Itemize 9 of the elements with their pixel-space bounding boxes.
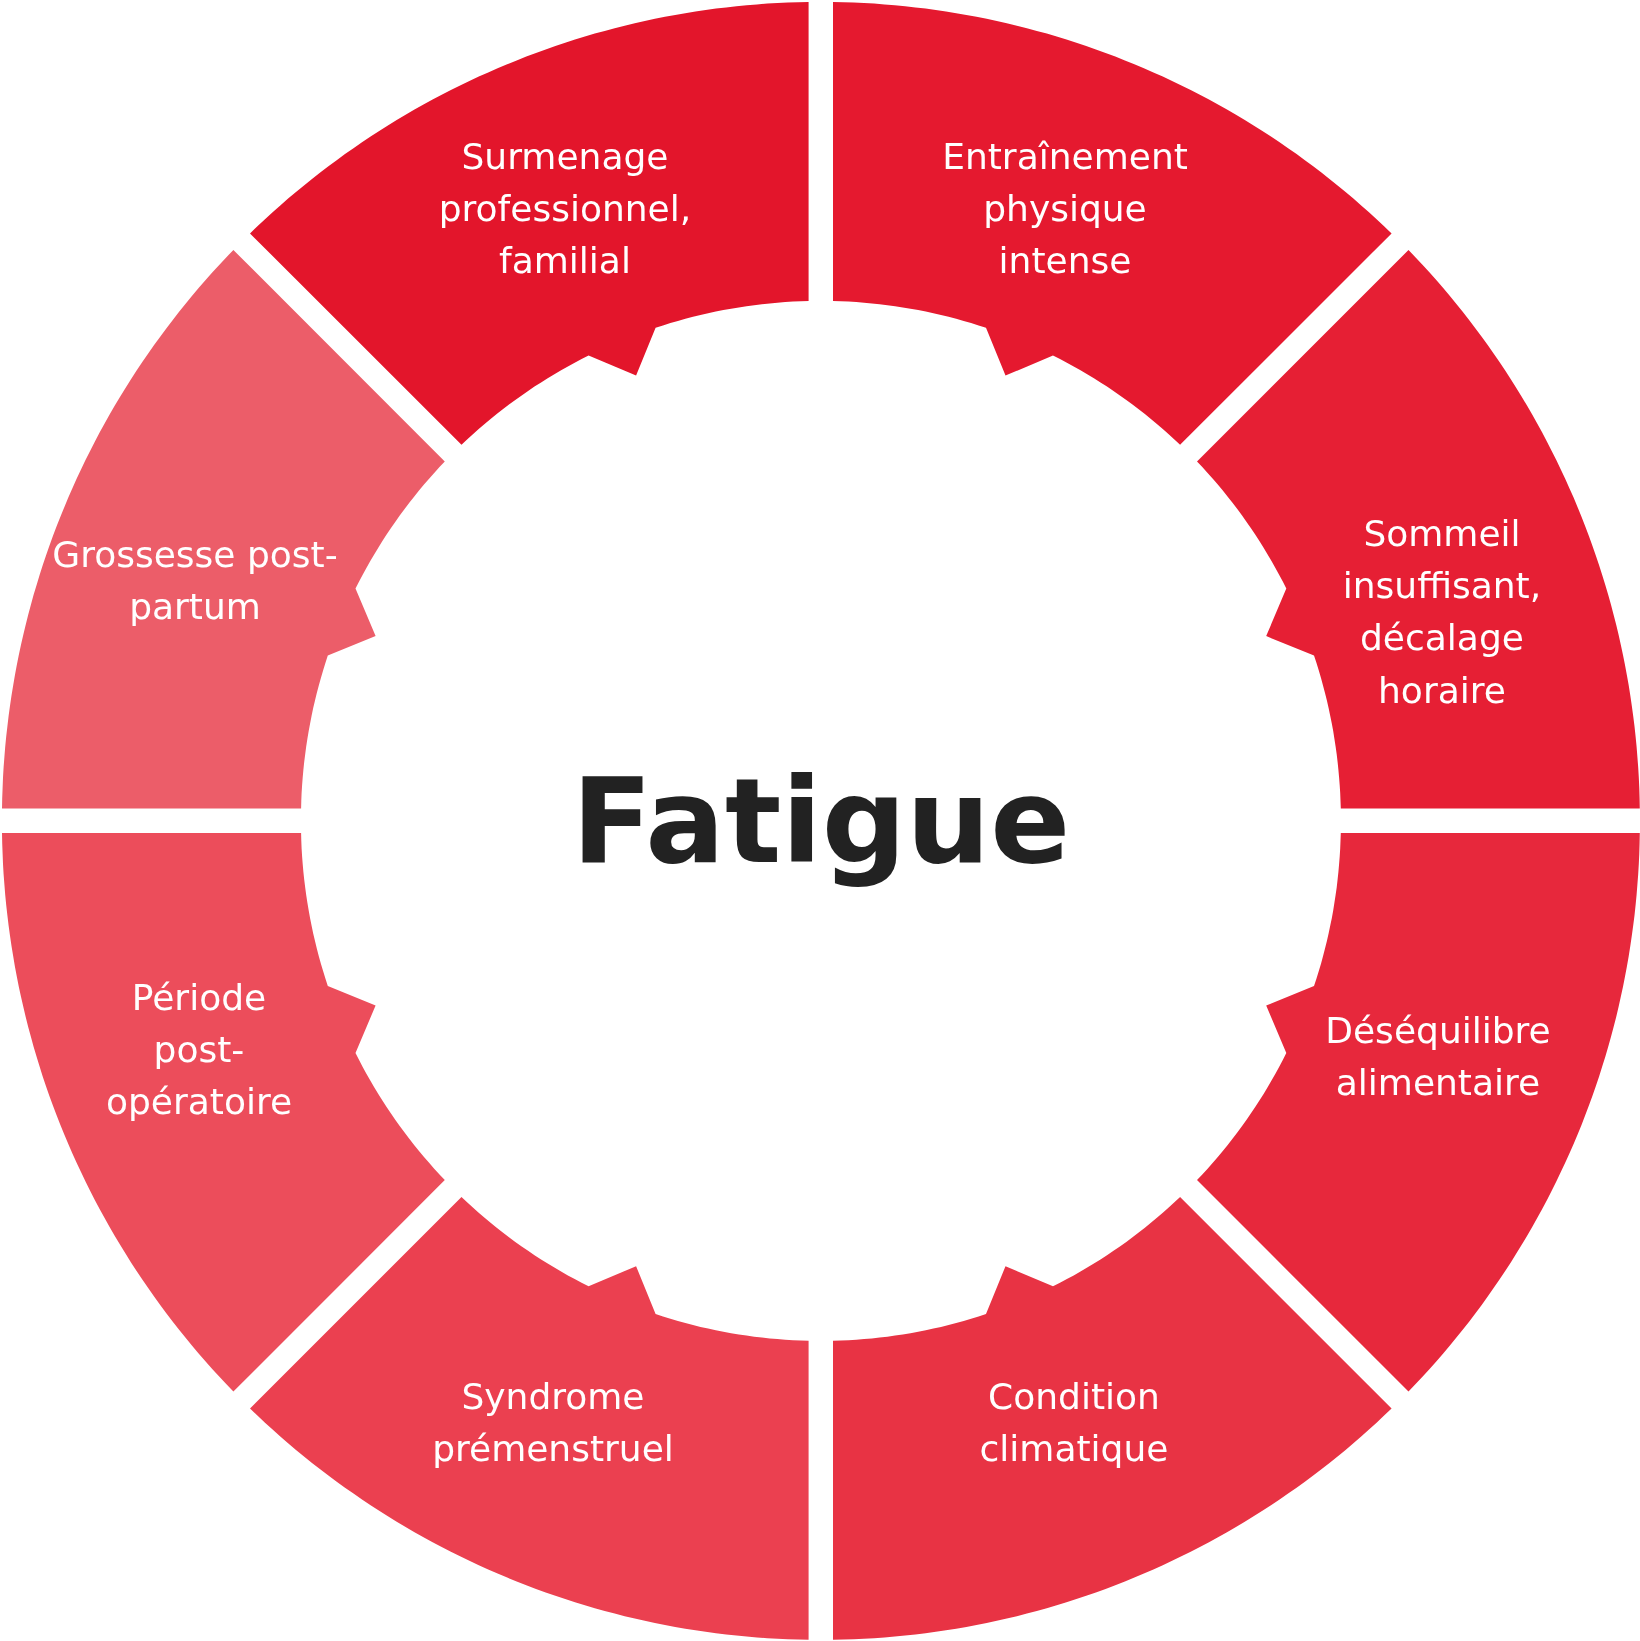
segment-label: Entraînement physique intense <box>941 134 1189 284</box>
segment-label: Période post-opératoire <box>104 975 294 1125</box>
segment-label: Condition climatique <box>978 1374 1170 1471</box>
segment-label: Surmenage professionnel, familial <box>437 134 693 284</box>
center-title: Fatigue <box>571 752 1071 890</box>
segment-label: Déséquilibre alimentaire <box>1324 1008 1552 1105</box>
segment-label: Grossesse post-partum <box>51 532 339 629</box>
segment-label: Syndrome prémenstruel <box>431 1374 675 1471</box>
segment-label: Sommeil insuffisant, décalage horaire <box>1341 511 1543 713</box>
